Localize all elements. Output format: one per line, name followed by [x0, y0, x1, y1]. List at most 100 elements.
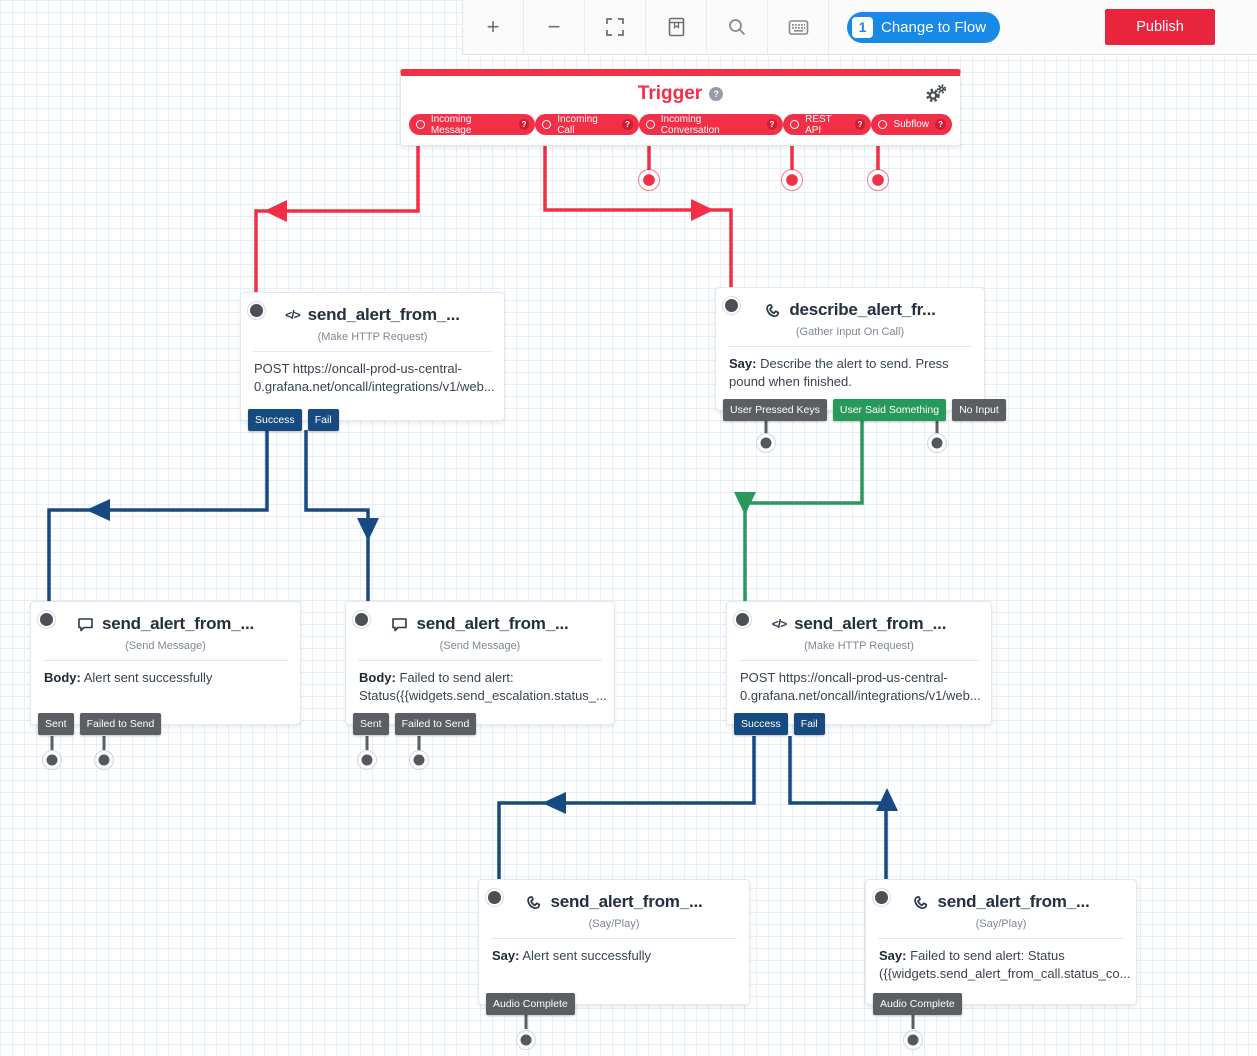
- help-icon[interactable]: ?: [935, 119, 947, 130]
- zoom-out-button[interactable]: −: [524, 0, 585, 54]
- widget-title: send_alert_from_...: [307, 305, 460, 324]
- tag-sent[interactable]: Sent: [38, 713, 74, 735]
- widget-say-play-success[interactable]: send_alert_from_... (Say/Play) Say: Aler…: [478, 879, 750, 1015]
- widget-title: send_alert_from_...: [101, 614, 255, 633]
- publish-button[interactable]: Publish: [1105, 9, 1215, 45]
- help-icon[interactable]: ?: [854, 119, 866, 130]
- chat-bubble-icon: [78, 617, 93, 631]
- tag-failed-to-send[interactable]: Failed to Send: [79, 713, 162, 735]
- unconnected-trigger-ports[interactable]: [637, 168, 890, 192]
- phone-icon: [766, 303, 780, 317]
- minus-icon: −: [547, 14, 561, 39]
- canvas-toolbar: + − 1 Change to Flow Publish: [462, 0, 1257, 55]
- widget-title: send_alert_from_...: [937, 892, 1090, 911]
- chat-bubble-icon: [392, 617, 408, 631]
- widget-send-alert-from-call-http[interactable]: </> send_alert_from_... (Make HTTP Reques…: [726, 601, 992, 735]
- widget-title: send_alert_from_...: [794, 614, 947, 633]
- phone-icon: [914, 895, 928, 909]
- widget-body: POST https://oncall-prod-us-central- 0.g…: [254, 361, 495, 394]
- zoom-in-button[interactable]: +: [463, 0, 524, 54]
- trigger-pill-subflow[interactable]: Subflow?: [871, 114, 953, 135]
- widget-body: Say: Describe the alert to send. Press p…: [716, 347, 984, 391]
- trigger-widget[interactable]: Trigger ? Incoming Message? Incoming Cal…: [400, 69, 961, 146]
- body-text: Alert sent successfully: [519, 948, 651, 963]
- port-ring-icon: [542, 120, 552, 129]
- port-ring-icon: [416, 120, 425, 129]
- tag-fail[interactable]: Fail: [793, 713, 825, 735]
- http-code-icon: </>: [771, 617, 787, 631]
- arrowhead: [542, 792, 566, 814]
- settings-gears-icon[interactable]: [924, 84, 948, 109]
- trigger-pill-rest-api[interactable]: REST API?: [783, 114, 872, 136]
- fit-screen-icon: [606, 18, 624, 36]
- body-text: Failed to send alert: Status({{widgets.s…: [359, 670, 607, 703]
- input-port[interactable]: [725, 299, 738, 312]
- input-port[interactable]: [250, 304, 263, 317]
- input-port[interactable]: [40, 613, 53, 626]
- keyboard-shortcuts-button[interactable]: [768, 0, 829, 54]
- tag-failed-to-send[interactable]: Failed to Send: [394, 713, 477, 735]
- tag-user-said-something[interactable]: User Said Something: [832, 399, 947, 421]
- tag-fail[interactable]: Fail: [307, 409, 339, 431]
- trigger-pill-incoming-conversation[interactable]: Incoming Conversation?: [638, 114, 784, 136]
- plus-icon: +: [486, 14, 500, 39]
- help-icon[interactable]: ?: [709, 87, 724, 101]
- body-prefix: Body:: [44, 670, 81, 685]
- widget-body: Say: Alert sent successfully: [479, 939, 749, 965]
- body-prefix: Body:: [359, 670, 396, 685]
- tag-audio-complete[interactable]: Audio Complete: [486, 993, 575, 1015]
- arrowhead: [876, 788, 898, 811]
- trigger-connectors: [254, 141, 880, 296]
- widget-body: Say: Failed to send alert: Status ({{wid…: [866, 939, 1136, 983]
- widget-title: send_alert_from_...: [416, 614, 569, 633]
- fit-to-screen-button[interactable]: [585, 0, 646, 54]
- widget-title: describe_alert_fr...: [789, 300, 936, 319]
- port-ring-icon: [645, 120, 655, 129]
- widget-type: (Make HTTP Request): [804, 640, 914, 652]
- body-prefix: Say:: [729, 356, 757, 371]
- input-port[interactable]: [355, 613, 368, 626]
- port-ring-icon: [790, 120, 800, 129]
- widget-send-message-success[interactable]: send_alert_from_... (Send Message) Body:…: [30, 601, 301, 735]
- help-icon[interactable]: ?: [622, 119, 633, 130]
- input-port[interactable]: [488, 891, 501, 904]
- widget-body: Body: Alert sent successfully: [31, 661, 300, 687]
- arrowhead: [86, 499, 110, 521]
- tag-audio-complete[interactable]: Audio Complete: [873, 993, 962, 1015]
- pill-label: Incoming Message: [430, 113, 472, 136]
- tag-no-input[interactable]: No Input: [952, 399, 1006, 421]
- arrowhead: [734, 492, 756, 515]
- arrowhead: [691, 199, 714, 221]
- widget-body: Body: Failed to send alert: Status({{wid…: [346, 661, 614, 705]
- trigger-pill-incoming-call[interactable]: Incoming Call?: [535, 114, 639, 136]
- phone-icon: [527, 895, 541, 909]
- trigger-title: Trigger: [637, 83, 703, 104]
- tag-user-pressed-keys[interactable]: User Pressed Keys: [723, 399, 827, 421]
- trigger-pill-row: Incoming Message? Incoming Call? Incomin…: [401, 113, 960, 136]
- search-button[interactable]: [707, 0, 768, 54]
- help-icon[interactable]: ?: [766, 119, 778, 130]
- widget-type: (Gather Input On Call): [795, 326, 905, 338]
- help-icon[interactable]: ?: [518, 119, 530, 130]
- widget-say-play-fail[interactable]: send_alert_from_... (Say/Play) Say: Fail…: [865, 879, 1137, 1015]
- trigger-pill-incoming-message[interactable]: Incoming Message?: [409, 113, 536, 136]
- input-port[interactable]: [736, 613, 749, 626]
- body-text: Describe the alert to send. Press pound …: [729, 356, 949, 389]
- tag-success[interactable]: Success: [734, 713, 788, 735]
- tag-success[interactable]: Success: [248, 409, 302, 431]
- widget-send-message-fail[interactable]: send_alert_from_... (Send Message) Body:…: [345, 601, 615, 735]
- flow-count-badge: 1: [852, 16, 873, 38]
- widget-send-alert-from-msg-http[interactable]: </>send_alert_from_... (Make HTTP Reques…: [240, 292, 505, 431]
- body-text: Alert sent successfully: [80, 670, 213, 685]
- tag-sent[interactable]: Sent: [353, 713, 389, 735]
- port-ring-icon: [878, 120, 888, 129]
- library-book-icon: [668, 17, 684, 37]
- arrowhead: [264, 200, 287, 222]
- widget-describe-alert-from-call[interactable]: describe_alert_fr... (Gather Input On Ca…: [715, 287, 1006, 421]
- change-to-flow-button[interactable]: 1 Change to Flow: [847, 11, 1001, 43]
- input-port[interactable]: [875, 891, 888, 904]
- widget-library-button[interactable]: [646, 0, 707, 54]
- keyboard-icon: [788, 19, 808, 35]
- widget-body: POST https://oncall-prod-us-central- 0.g…: [740, 670, 981, 703]
